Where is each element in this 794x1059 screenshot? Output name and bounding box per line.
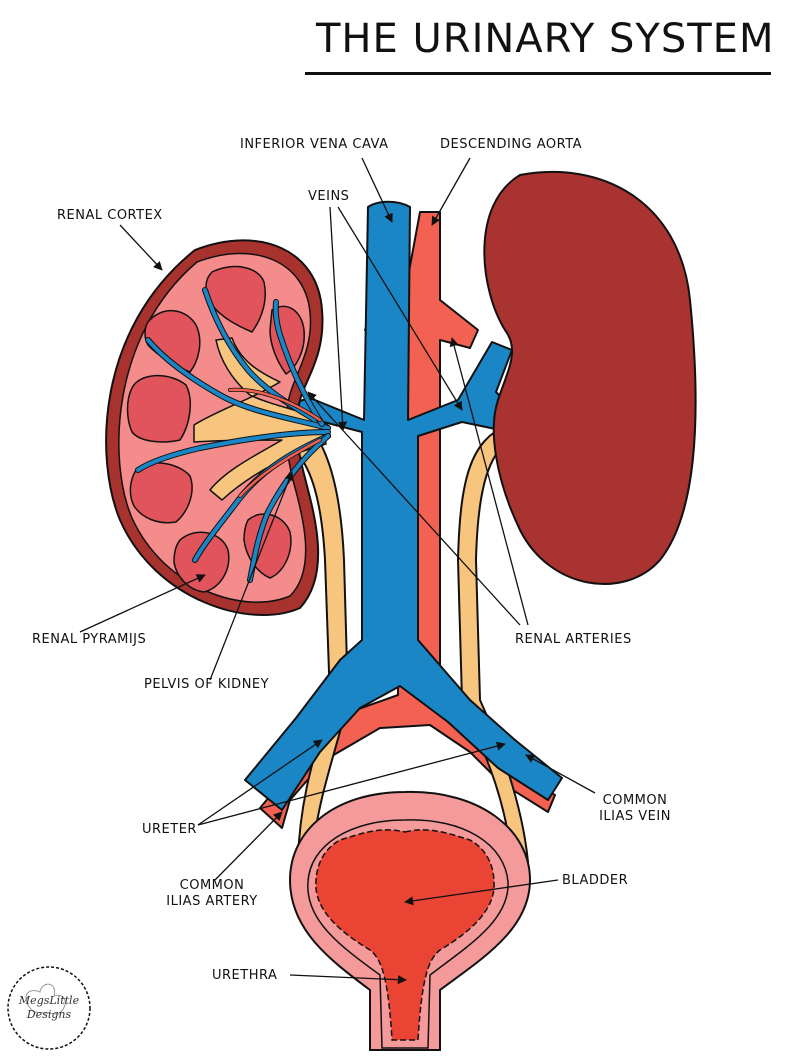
- label-common-ilias-vein-line-2: ILIAS VEIN: [599, 809, 671, 824]
- label-bladder: BLADDER: [562, 873, 629, 888]
- left-kidney-cross-section: [105, 239, 331, 616]
- page-title: THE URINARY SYSTEM: [316, 16, 775, 62]
- label-veins: VEINS: [308, 189, 350, 204]
- logo-line-2: Designs: [26, 1008, 72, 1021]
- label-common-ilias-artery-line-1: COMMON: [179, 878, 245, 893]
- bladder-shape: [288, 790, 532, 1051]
- label-common-ilias-artery-line-2: ILIAS ARTERY: [166, 894, 258, 909]
- logo-line-1: MegsLittle: [18, 994, 80, 1007]
- leader-lines: [79, 157, 596, 985]
- label-renal-arteries: RENAL ARTERIES: [515, 632, 632, 647]
- label-pelvis-of-kidney: PELVIS OF KIDNEY: [144, 677, 270, 692]
- label-common-ilias-vein: COMMON ILIAS VEIN: [590, 793, 680, 825]
- label-renal-pyramids: RENAL PYRAMIJS: [32, 632, 147, 647]
- label-renal-cortex: RENAL CORTEX: [57, 208, 163, 223]
- brand-logo: MegsLittle Designs: [7, 966, 91, 1050]
- label-common-ilias-artery: COMMON ILIAS ARTERY: [160, 878, 264, 910]
- title-underline: [305, 72, 771, 75]
- label-inferior-vena-cava: INFERIOR VENA CAVA: [240, 137, 389, 152]
- renal-vessel-branches: [135, 287, 331, 583]
- label-descending-aorta: DESCENDING AORTA: [440, 137, 583, 152]
- label-common-ilias-vein-line-1: COMMON: [602, 793, 668, 808]
- label-urethra: URETHRA: [212, 968, 278, 983]
- right-kidney: [483, 170, 697, 585]
- label-ureter: URETER: [142, 822, 197, 837]
- vena-cava-shape: [244, 200, 563, 811]
